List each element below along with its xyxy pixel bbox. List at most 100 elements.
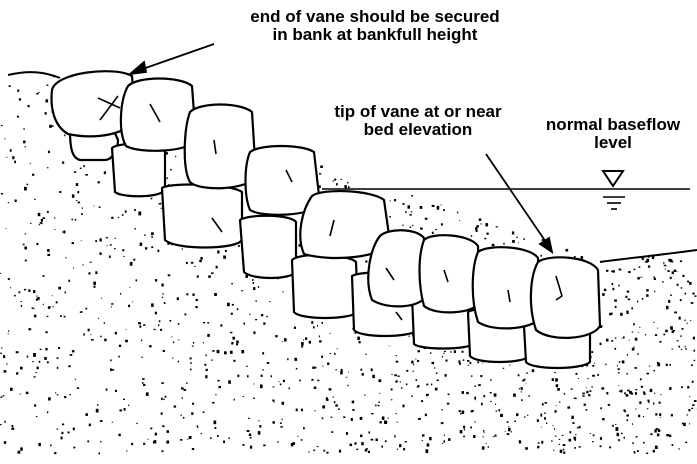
soil-speckle — [41, 219, 43, 222]
soil-speckle — [282, 341, 283, 342]
soil-speckle — [94, 286, 96, 288]
soil-speckle — [658, 429, 660, 432]
label-line: level — [538, 134, 688, 152]
soil-speckle — [462, 351, 464, 353]
boulder — [531, 257, 600, 338]
soil-speckle — [41, 222, 43, 224]
soil-speckle — [602, 293, 605, 296]
soil-speckle — [518, 374, 520, 376]
soil-speckle — [574, 447, 576, 449]
soil-speckle — [314, 387, 317, 390]
soil-speckle — [68, 280, 70, 282]
soil-speckle — [162, 297, 163, 298]
soil-speckle — [186, 293, 188, 295]
soil-speckle — [379, 393, 380, 394]
soil-speckle — [494, 393, 497, 396]
soil-speckle — [649, 257, 650, 258]
soil-speckle — [17, 90, 19, 92]
soil-speckle — [106, 389, 108, 391]
soil-speckle — [521, 391, 522, 392]
soil-speckle — [23, 141, 25, 144]
soil-speckle — [341, 369, 343, 371]
soil-speckle — [657, 328, 658, 329]
soil-speckle — [59, 191, 61, 193]
soil-speckle — [669, 435, 671, 437]
soil-speckle — [309, 452, 310, 453]
soil-speckle — [217, 380, 219, 382]
soil-speckle — [216, 266, 218, 269]
soil-speckle — [25, 233, 27, 234]
soil-speckle — [54, 452, 56, 454]
soil-speckle — [73, 267, 74, 268]
soil-speckle — [317, 325, 318, 326]
soil-speckle — [401, 387, 402, 389]
soil-speckle — [458, 360, 460, 363]
soil-speckle — [618, 385, 619, 386]
soil-speckle — [143, 443, 145, 445]
soil-speckle — [650, 389, 653, 392]
soil-speckle — [689, 282, 692, 285]
soil-speckle — [426, 449, 429, 453]
soil-speckle — [190, 357, 192, 359]
soil-speckle — [158, 325, 160, 327]
soil-speckle — [76, 183, 79, 186]
soil-speckle — [654, 370, 656, 372]
soil-speckle — [689, 423, 690, 424]
soil-speckle — [33, 308, 34, 310]
soil-speckle — [507, 433, 510, 435]
soil-speckle — [83, 165, 85, 167]
soil-speckle — [495, 404, 496, 405]
soil-speckle — [86, 413, 88, 416]
soil-speckle — [542, 403, 544, 405]
soil-speckle — [101, 298, 102, 299]
soil-speckle — [315, 367, 316, 369]
soil-speckle — [447, 403, 449, 405]
inverted-triangle-icon — [603, 171, 625, 209]
soil-speckle — [507, 421, 509, 423]
soil-speckle — [680, 260, 682, 262]
soil-speckle — [649, 366, 650, 367]
soil-speckle — [230, 351, 233, 354]
soil-speckle — [14, 161, 16, 164]
soil-speckle — [271, 375, 272, 377]
soil-speckle — [503, 368, 505, 369]
soil-speckle — [189, 436, 192, 439]
end-of-vane-label: end of vane should be secured in bank at… — [210, 8, 540, 44]
soil-speckle — [185, 313, 187, 315]
bank-profile-line — [8, 72, 60, 78]
soil-speckle — [352, 401, 355, 404]
soil-speckle — [275, 335, 278, 337]
soil-speckle — [58, 287, 61, 290]
soil-speckle — [231, 283, 233, 284]
soil-speckle — [641, 386, 643, 388]
soil-speckle — [217, 435, 219, 437]
soil-speckle — [122, 214, 124, 216]
soil-speckle — [220, 324, 222, 326]
soil-speckle — [55, 392, 56, 393]
soil-speckle — [296, 368, 298, 370]
soil-speckle — [687, 323, 688, 324]
soil-speckle — [685, 293, 687, 295]
soil-speckle — [559, 439, 561, 440]
soil-speckle — [96, 409, 99, 413]
soil-speckle — [629, 340, 630, 341]
soil-speckle — [292, 442, 295, 445]
soil-speckle — [3, 355, 5, 358]
soil-speckle — [50, 444, 51, 446]
soil-speckle — [252, 279, 254, 281]
soil-speckle — [360, 417, 363, 420]
soil-speckle — [72, 242, 74, 244]
soil-speckle — [435, 229, 437, 230]
soil-speckle — [347, 182, 348, 184]
soil-speckle — [20, 447, 23, 450]
soil-speckle — [512, 240, 515, 243]
soil-speckle — [250, 437, 252, 439]
soil-speckle — [624, 437, 626, 439]
soil-speckle — [219, 386, 222, 388]
soil-speckle — [72, 194, 75, 197]
soil-speckle — [133, 259, 135, 261]
soil-speckle — [260, 385, 263, 389]
soil-speckle — [25, 260, 27, 262]
soil-speckle — [123, 256, 124, 257]
soil-speckle — [32, 361, 34, 362]
